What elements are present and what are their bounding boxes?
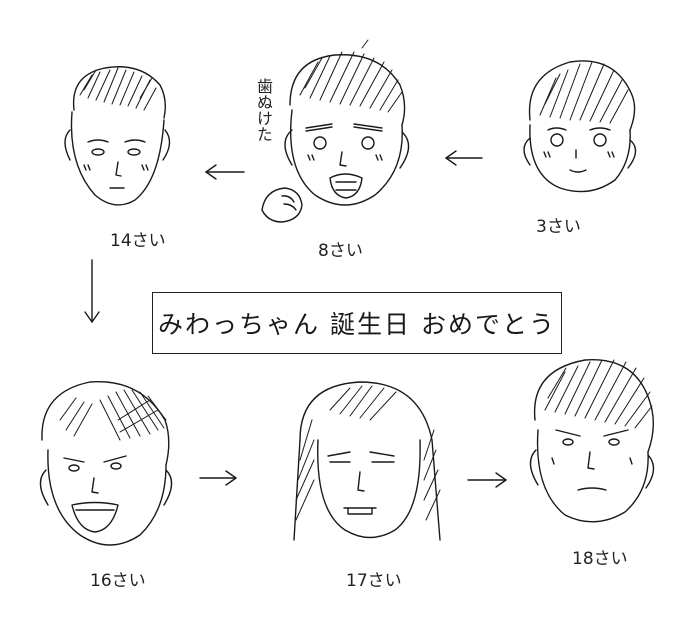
face-age16 xyxy=(39,380,173,546)
banner-text: みわっちゃん 誕生日 おめでとう xyxy=(158,310,556,339)
note-tooth-missing: 歯ぬけた xyxy=(254,78,273,142)
label-age16: 16さい xyxy=(90,571,146,591)
arrow-17-to-18 xyxy=(467,472,507,488)
face-age17 xyxy=(293,381,441,541)
label-age14: 14さい xyxy=(110,231,166,251)
face-age8 xyxy=(284,39,410,206)
face-age3 xyxy=(523,60,637,193)
face-age18 xyxy=(529,359,655,523)
hand-sketch xyxy=(261,187,303,223)
arrow-14-to-16 xyxy=(84,259,100,323)
arrow-16-to-17 xyxy=(199,470,237,486)
label-age8: 8さい xyxy=(318,241,363,261)
label-age3: 3さい xyxy=(536,217,581,237)
arrow-3-to-8 xyxy=(445,150,483,166)
birthday-banner: みわっちゃん 誕生日 おめでとう xyxy=(152,292,562,354)
label-age17: 17さい xyxy=(346,571,402,591)
arrow-8-to-14 xyxy=(205,164,245,180)
label-age18: 18さい xyxy=(572,549,628,569)
face-age14 xyxy=(64,66,171,206)
